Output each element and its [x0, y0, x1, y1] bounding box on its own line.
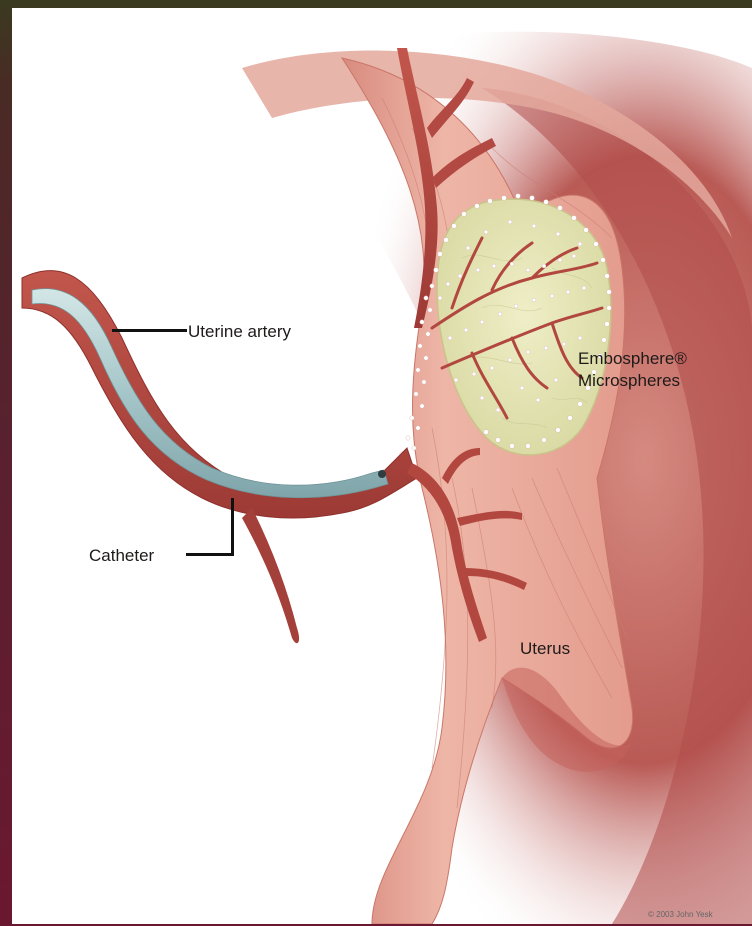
label-embosphere-line1: Embosphere® [578, 348, 687, 369]
label-uterine-artery: Uterine artery [188, 321, 291, 342]
label-uterus: Uterus [520, 638, 570, 659]
label-catheter: Catheter [89, 545, 154, 566]
label-embosphere-line2: Microspheres [578, 370, 680, 391]
uterine-artery-embolization-illustration [12, 8, 752, 924]
artery-descending-branch [242, 508, 299, 643]
uterine-artery-leader [112, 329, 187, 332]
catheter-tip [378, 470, 386, 478]
illustration-canvas: Uterine artery Catheter Embosphere® Micr… [12, 8, 752, 924]
catheter-leader-vertical [231, 498, 234, 556]
copyright-notice: © 2003 John Yesk [648, 910, 713, 919]
catheter-leader-horizontal [186, 553, 234, 556]
